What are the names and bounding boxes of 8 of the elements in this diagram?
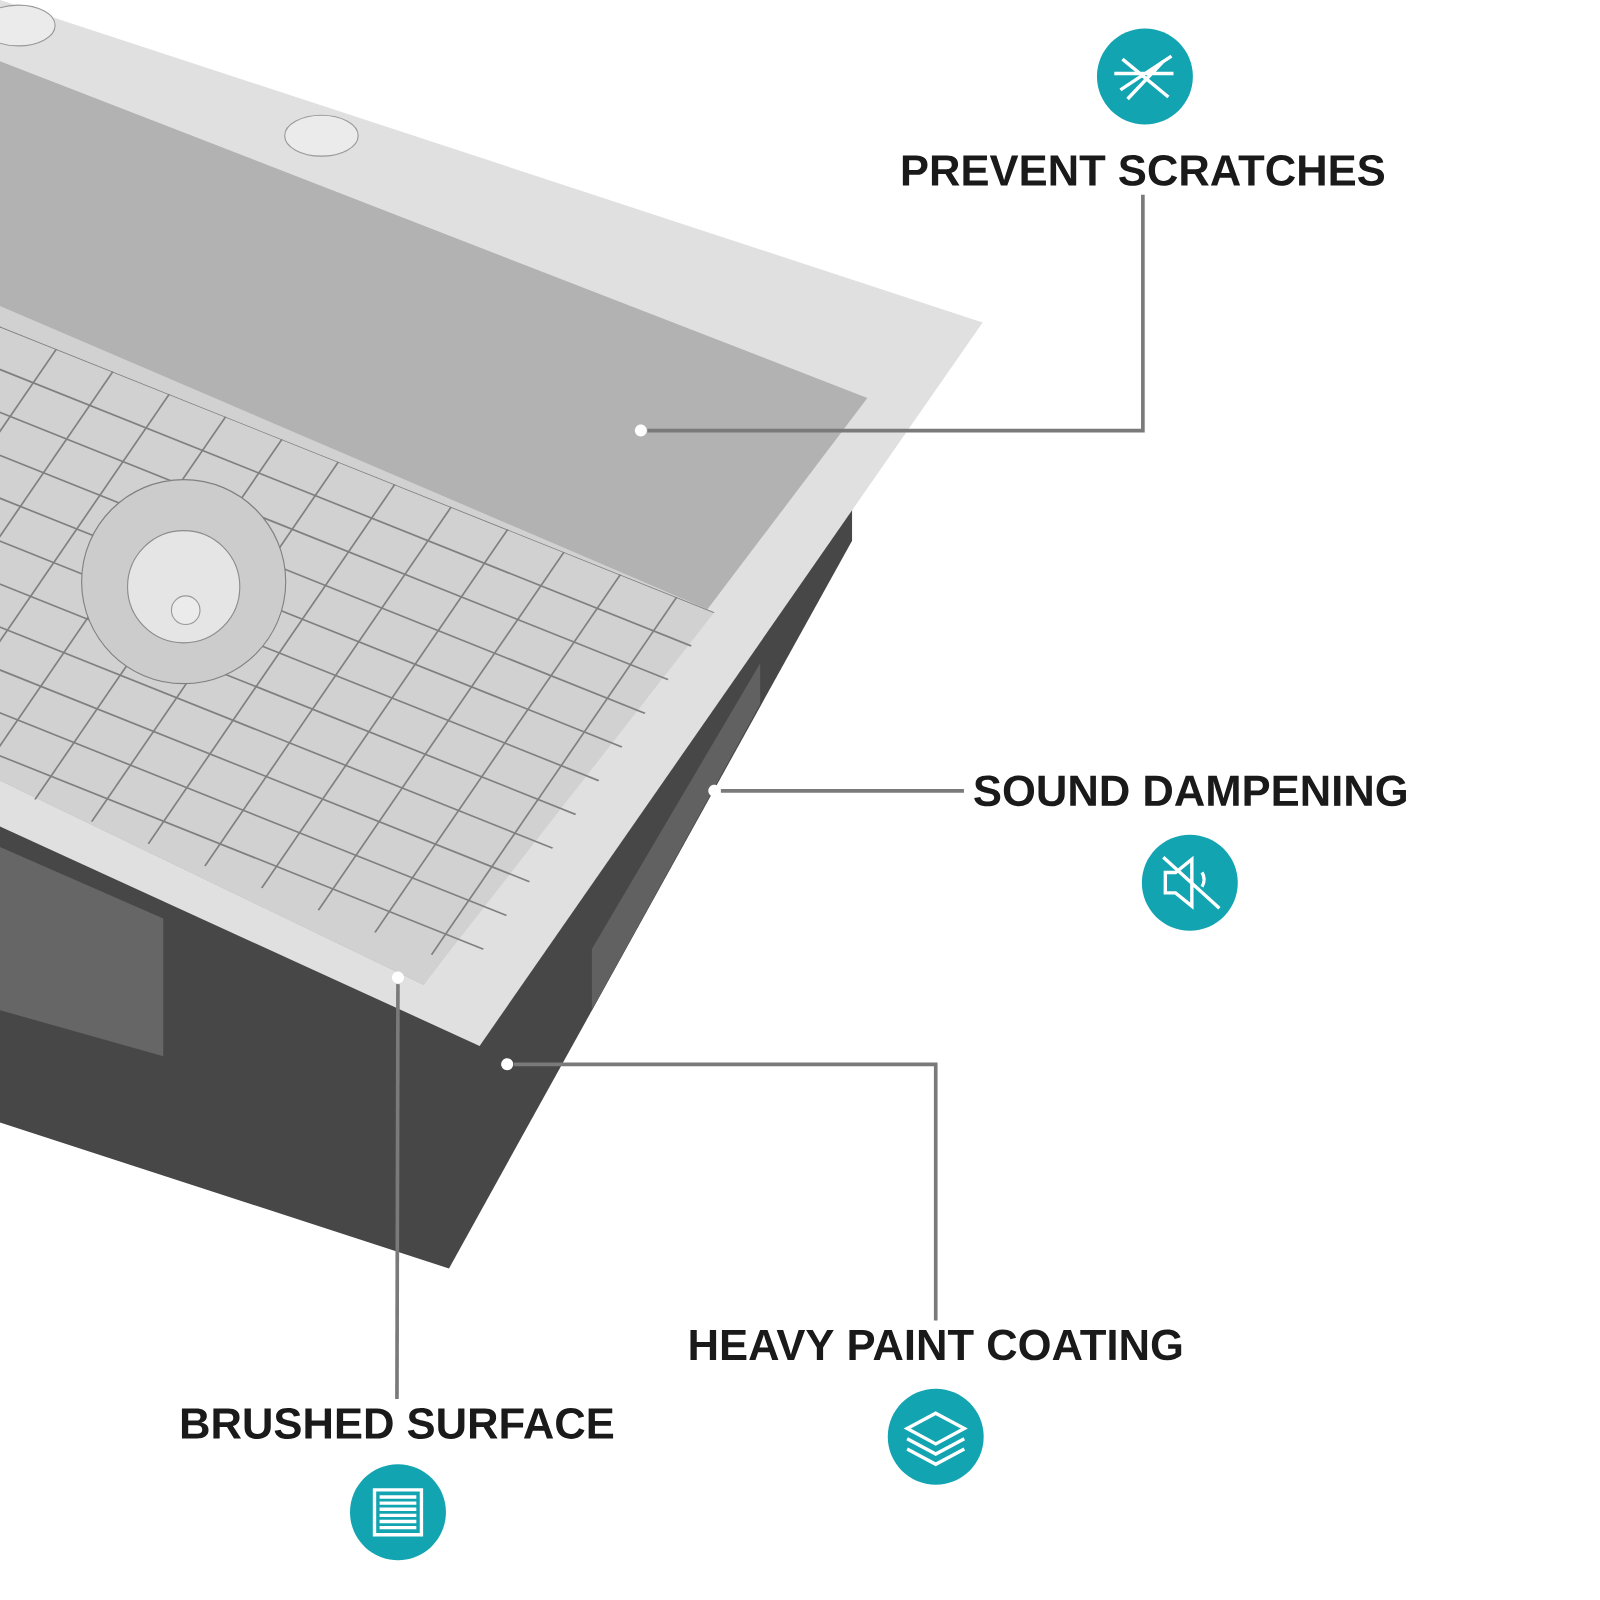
leader-line [395, 984, 400, 1400]
feature-label: BRUSHED SURFACE [181, 1408, 614, 1439]
feature-label: SOUND DAMPENING [974, 775, 1406, 807]
leader-line [720, 789, 964, 793]
feature-label: HEAVY PAINT COATING [690, 1329, 1182, 1361]
feature-label: PREVENT SCRATCHES [902, 155, 1385, 186]
leader-line [647, 194, 1145, 433]
leader-line [513, 1062, 938, 1321]
